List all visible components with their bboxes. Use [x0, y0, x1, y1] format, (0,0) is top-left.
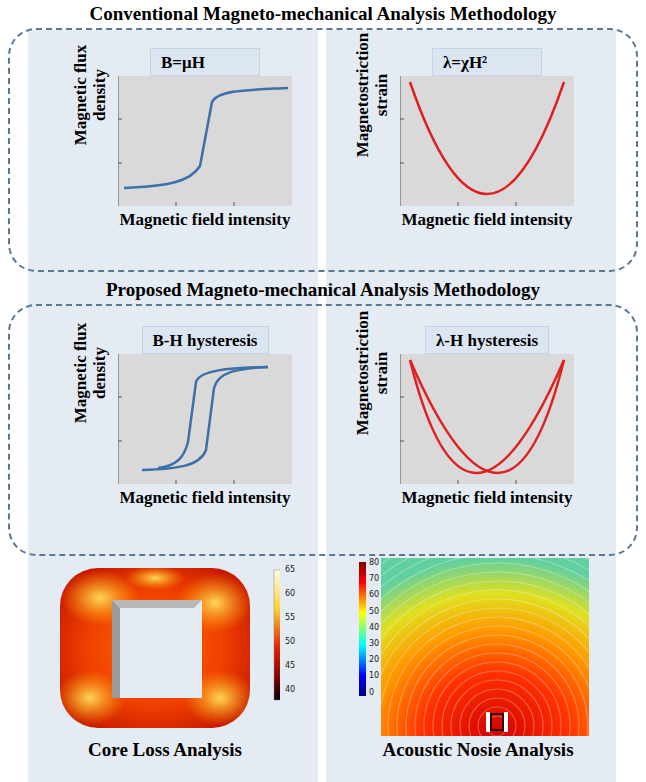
colorbar-tick: 70	[368, 574, 380, 584]
figure-caption: Core Loss Analysis	[15, 738, 315, 762]
method-panel: Conventional Magneto-mechanical Analysis…	[8, 2, 638, 272]
colorbar-tick: 60	[284, 589, 296, 599]
axis-label: Magnetic flux density	[71, 30, 109, 160]
plot-card: λ-H hysteresisMagnetostriction strainMag…	[322, 326, 582, 538]
colorbar-tick: 50	[284, 637, 296, 647]
panel-title: Proposed Magneto-mechanical Analysis Met…	[8, 278, 638, 302]
axis-label: Magnetic field intensity	[108, 210, 302, 229]
curve	[118, 76, 292, 206]
axis-label: Magnetic field intensity	[108, 488, 302, 507]
axis-label: Magnetic flux density	[71, 308, 109, 438]
colorbar-tick: 55	[284, 613, 296, 623]
plot-area	[118, 76, 292, 206]
plot-area	[400, 76, 574, 206]
plot-header: λ-H hysteresis	[425, 326, 549, 354]
core-loss-illustration	[30, 558, 280, 738]
plot-area	[400, 354, 574, 484]
plot-header: B=μH	[150, 48, 260, 76]
curve	[118, 354, 292, 484]
figure-caption: Acoustic Nosie Analysis	[328, 738, 628, 762]
acoustic-field-illustration	[355, 556, 591, 738]
curve	[400, 76, 574, 206]
colorbar-tick: 30	[368, 639, 380, 649]
plot-card: B=μHMagnetic flux densityMagnetic field …	[40, 48, 300, 260]
colorbar-tick: 20	[368, 655, 380, 665]
axis-label: Magnetic field intensity	[390, 210, 584, 229]
colorbar-tick: 60	[368, 590, 380, 600]
plot-card: λ=χH²Magnetostriction strainMagnetic fie…	[322, 48, 582, 260]
plot-card: B-H hysteresisMagnetic flux densityMagne…	[40, 326, 300, 538]
colorbar-tick: 45	[284, 661, 296, 671]
curve	[400, 354, 574, 484]
colorbar-tick: 80	[368, 558, 380, 568]
colorbar-tick: 40	[284, 685, 296, 695]
panel-title: Conventional Magneto-mechanical Analysis…	[8, 2, 638, 26]
colorbar-tick: 10	[368, 671, 380, 681]
method-panel: Proposed Magneto-mechanical Analysis Met…	[8, 278, 638, 556]
plot-area	[118, 354, 292, 484]
plot-header: B-H hysteresis	[142, 326, 269, 354]
axis-label: Magnetostriction strain	[353, 308, 391, 438]
colorbar-tick: 0	[368, 688, 375, 698]
colorbar-tick: 65	[284, 565, 296, 575]
axis-label: Magnetostriction strain	[353, 30, 391, 160]
colorbar-tick: 50	[368, 607, 380, 617]
colorbar-tick: 40	[368, 623, 380, 633]
axis-label: Magnetic field intensity	[390, 488, 584, 507]
plot-header: λ=χH²	[432, 48, 542, 76]
